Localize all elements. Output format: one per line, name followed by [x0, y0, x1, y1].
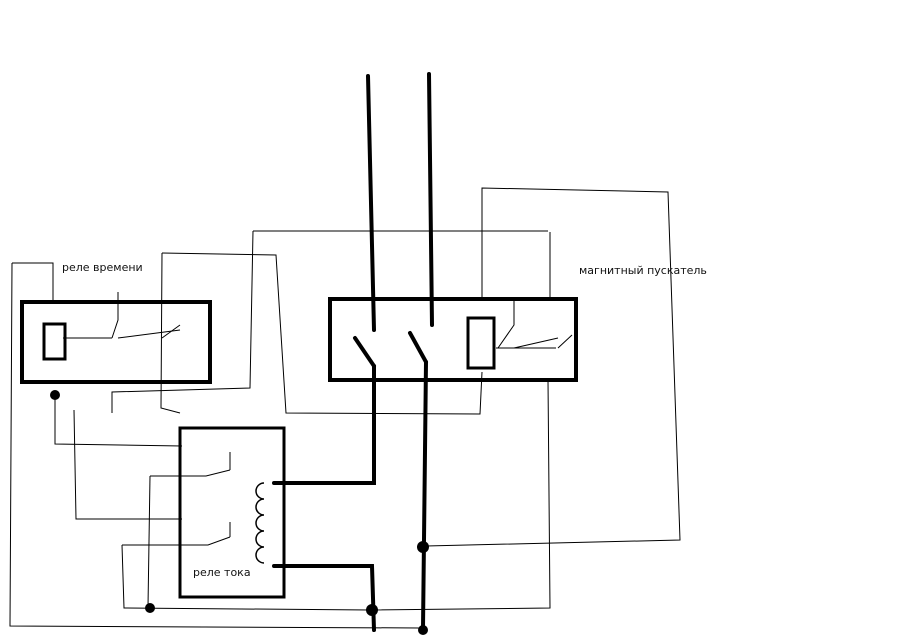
time-relay-label: реле времени: [62, 261, 143, 274]
junction-dots: [50, 390, 429, 635]
magnetic-starter-box: [328, 297, 578, 382]
junction-dot: [418, 625, 428, 635]
current-relay-label: реле тока: [193, 566, 251, 579]
junction-dot: [366, 604, 378, 616]
time-relay-box: [20, 300, 212, 384]
junction-dot: [145, 603, 155, 613]
thin-wires: [9, 187, 681, 629]
magnetic-starter-label: магнитный пускатель: [579, 264, 707, 277]
current-relay-coil: [255, 482, 265, 564]
power-lines: [272, 72, 434, 632]
current-relay-box: [178, 426, 286, 599]
starter-coil: [466, 316, 496, 370]
junction-dot: [50, 390, 60, 400]
junction-dot: [417, 541, 429, 553]
time-relay-coil: [42, 322, 67, 361]
